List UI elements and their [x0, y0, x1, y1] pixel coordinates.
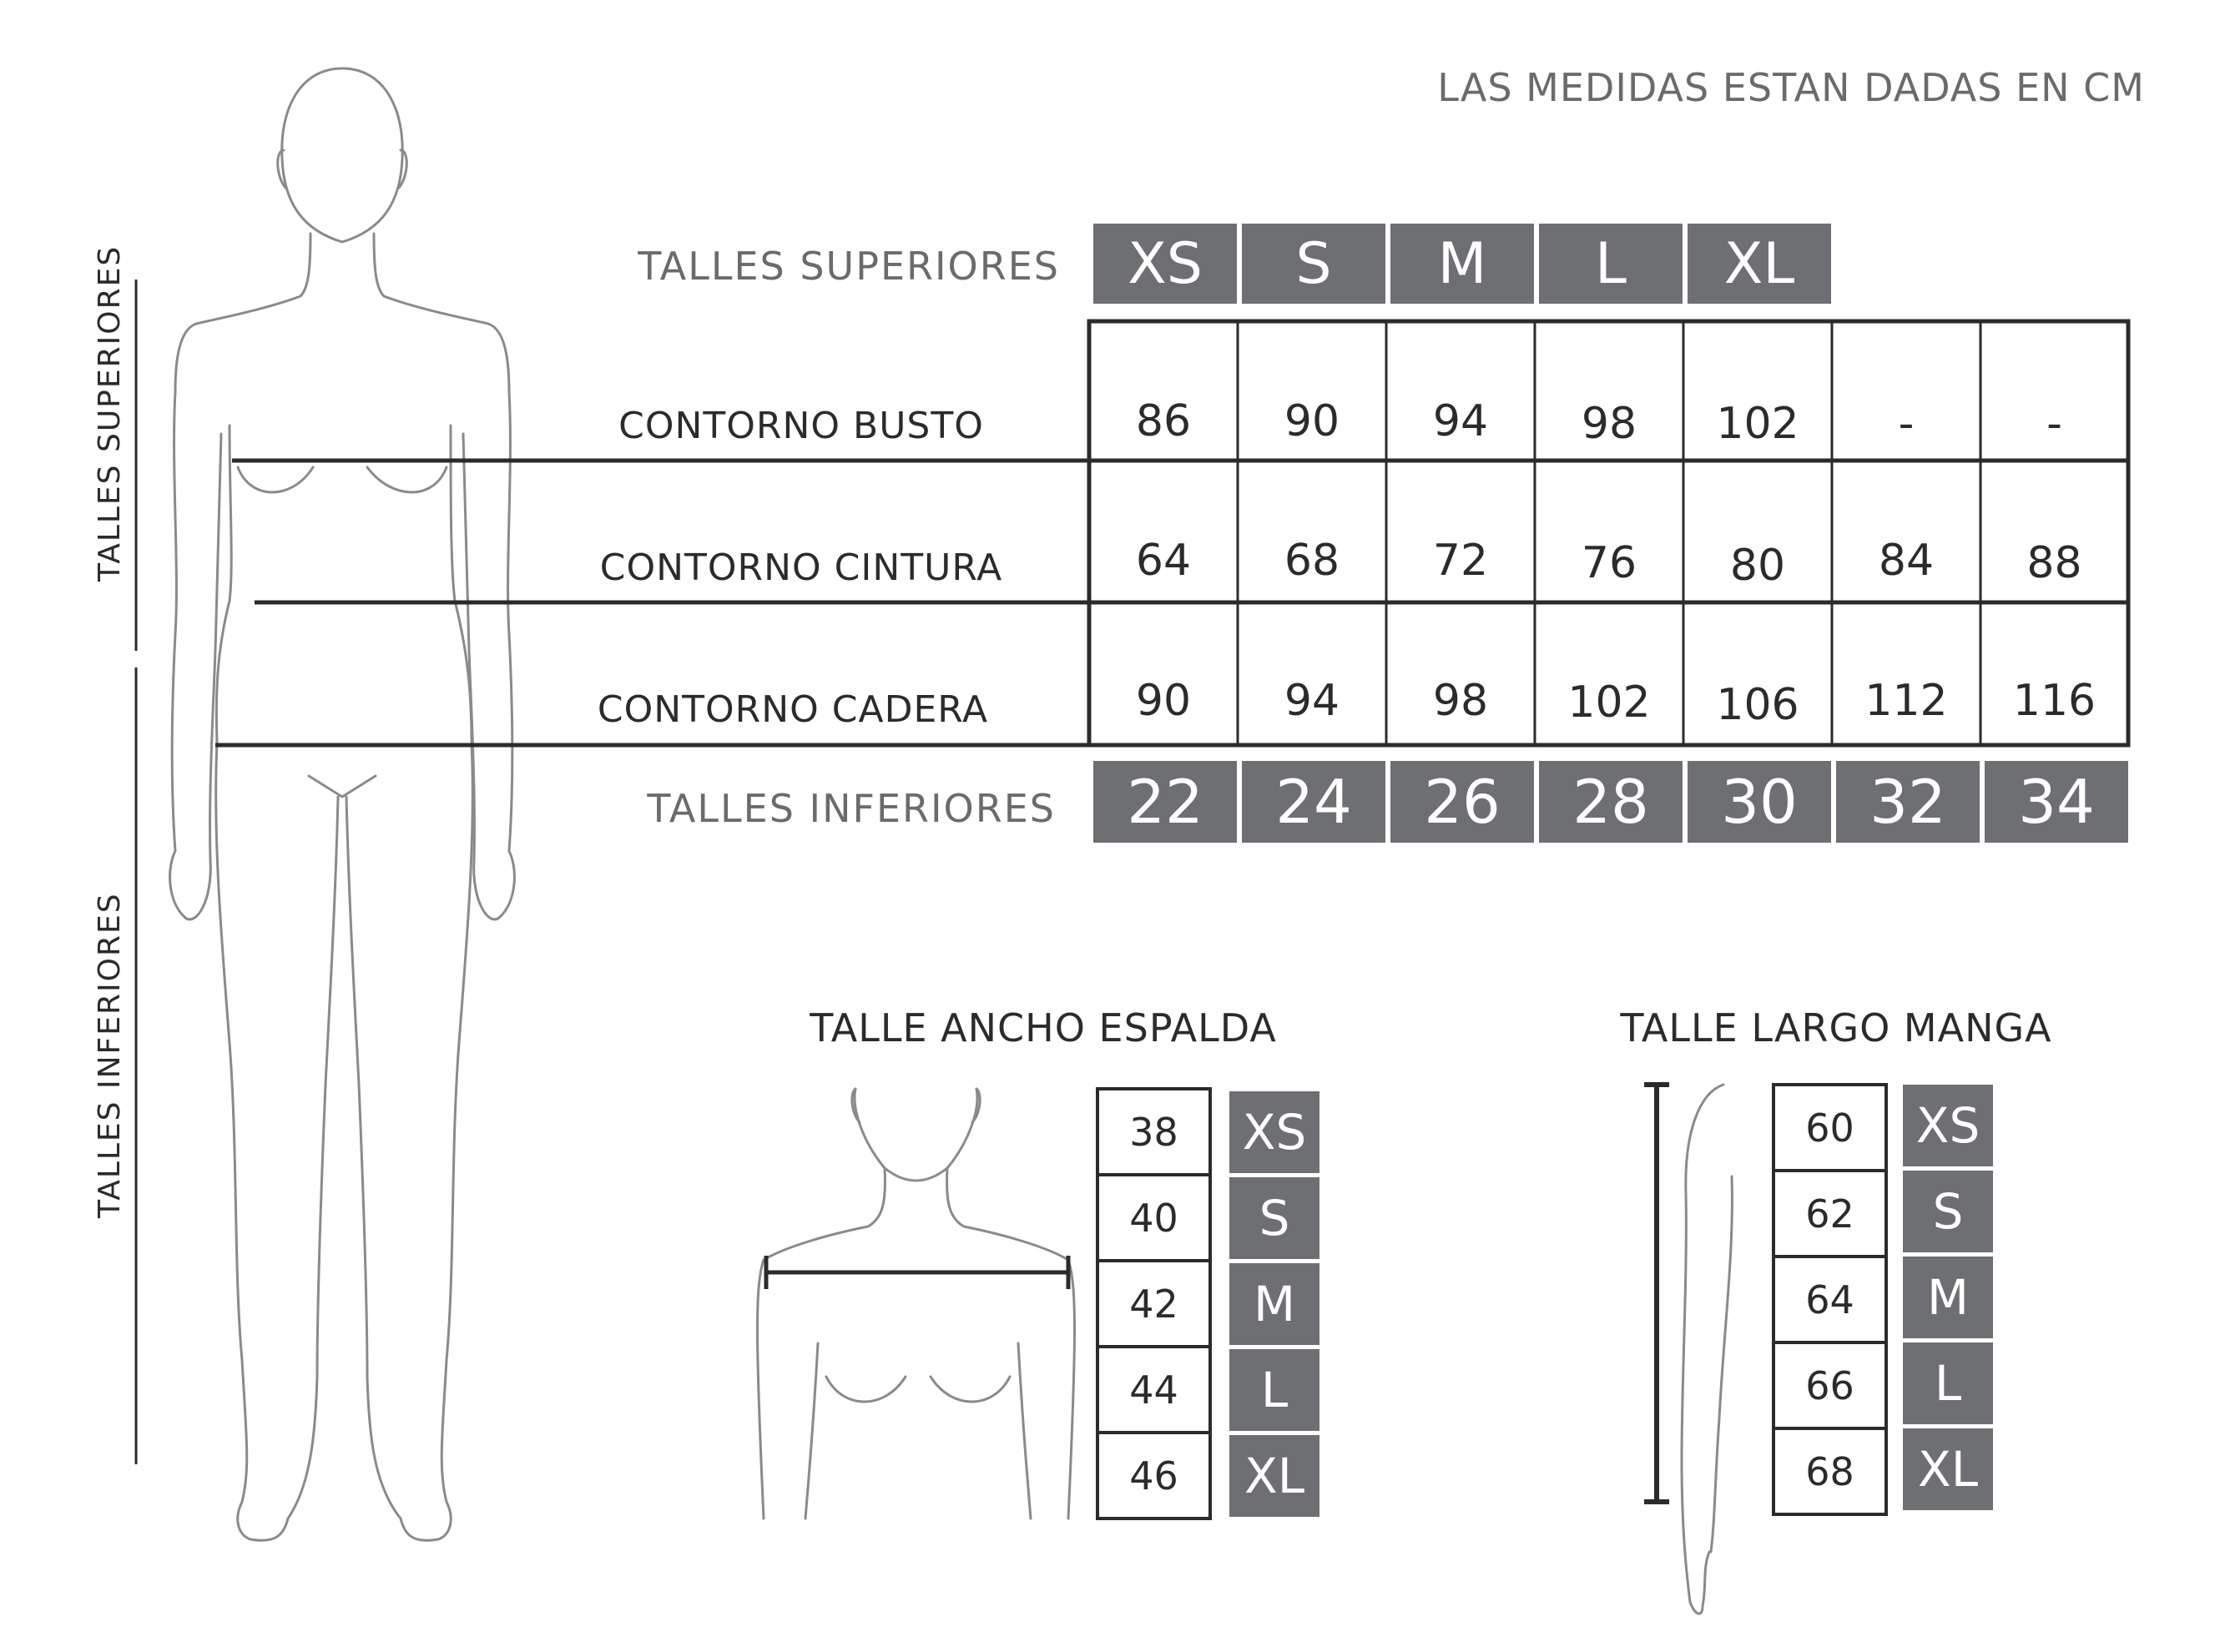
lower-size-tag: 26	[1390, 761, 1534, 843]
lower-size-tag: 34	[1985, 761, 2128, 843]
sleeve-length-value: 60	[1805, 1105, 1854, 1151]
table-cell: 72	[1432, 536, 1489, 586]
sleeve-size-tag: XL	[1903, 1428, 1993, 1510]
sleeve-length-title: TALLE LARGO MANGA	[1620, 1005, 2052, 1050]
table-cell: 102	[1567, 677, 1651, 728]
table-cell: -	[2046, 399, 2062, 449]
back-width-size-tag: M	[1229, 1263, 1319, 1345]
back-width-size-tag: L	[1229, 1349, 1319, 1431]
table-cell: 84	[1878, 536, 1935, 586]
side-label-lower: TALLES INFERIORES	[93, 892, 127, 1218]
back-width-value: 38	[1129, 1109, 1178, 1155]
back-width-value: 46	[1129, 1453, 1178, 1498]
lower-size-tag: 28	[1539, 761, 1683, 843]
back-width-table-grid	[1096, 1087, 1212, 1520]
sleeve-length-value: 64	[1805, 1277, 1854, 1322]
main-table-grid	[1087, 319, 2131, 748]
shoulders-illustration	[756, 1087, 1076, 1520]
back-width-size-tag: XS	[1229, 1091, 1319, 1173]
upper-size-tag: XS	[1093, 224, 1237, 304]
upper-size-tag: S	[1242, 224, 1385, 304]
sleeve-length-value: 66	[1805, 1362, 1854, 1408]
row-label-hip: CONTORNO CADERA	[597, 688, 989, 731]
sleeve-size-tag: L	[1903, 1342, 1993, 1424]
upper-size-tag: XL	[1688, 224, 1831, 304]
table-cell: 94	[1432, 396, 1489, 446]
upper-sizes-label: TALLES SUPERIORES	[638, 244, 1060, 289]
back-width-size-tag: S	[1229, 1177, 1319, 1259]
upper-size-tag: L	[1539, 224, 1683, 304]
back-width-size-tag: XL	[1229, 1435, 1319, 1517]
sleeve-length-value: 62	[1805, 1191, 1854, 1236]
lower-size-tag: 24	[1242, 761, 1385, 843]
row-label-waist: CONTORNO CINTURA	[599, 546, 1003, 589]
back-width-value: 42	[1129, 1281, 1178, 1327]
back-width-value: 40	[1129, 1195, 1178, 1241]
lower-size-tag: 32	[1836, 761, 1980, 843]
table-cell: -	[1898, 399, 1915, 449]
table-cell: 90	[1135, 676, 1192, 726]
lower-sizes-label: TALLES INFERIORES	[647, 786, 1056, 831]
lower-size-tag: 30	[1688, 761, 1831, 843]
sleeve-size-tag: S	[1903, 1171, 1993, 1252]
table-cell: 116	[2012, 676, 2096, 726]
back-width-measure	[764, 1256, 1071, 1289]
table-cell: 76	[1581, 538, 1637, 588]
table-cell: 68	[1284, 536, 1340, 586]
sleeve-length-value: 68	[1805, 1448, 1854, 1494]
body-figure-illustration	[169, 67, 516, 1542]
back-width-value: 44	[1129, 1367, 1178, 1413]
side-label-upper: TALLES SUPERIORES	[93, 244, 127, 582]
sleeve-length-measure	[1644, 1082, 1669, 1504]
table-cell: 98	[1432, 676, 1489, 726]
units-note: LAS MEDIDAS ESTAN DADAS EN CM	[1437, 65, 2145, 110]
lower-size-tag: 22	[1093, 761, 1237, 843]
row-label-bust: CONTORNO BUSTO	[618, 405, 984, 447]
upper-size-tag: M	[1390, 224, 1534, 304]
sleeve-size-tag: M	[1903, 1257, 1993, 1338]
table-cell: 102	[1716, 399, 1799, 449]
table-cell: 98	[1581, 399, 1637, 449]
sleeve-size-tag: XS	[1903, 1085, 1993, 1166]
arm-illustration	[1680, 1083, 1733, 1615]
back-width-title: TALLE ANCHO ESPALDA	[810, 1005, 1277, 1050]
table-cell: 112	[1864, 676, 1948, 726]
sleeve-table-grid	[1772, 1083, 1888, 1516]
table-cell: 90	[1284, 396, 1340, 446]
table-cell: 64	[1135, 536, 1192, 586]
table-cell: 106	[1716, 680, 1799, 730]
table-cell: 94	[1284, 676, 1340, 726]
table-cell: 88	[2026, 538, 2082, 588]
table-cell: 80	[1729, 541, 1786, 591]
table-cell: 86	[1135, 396, 1192, 446]
